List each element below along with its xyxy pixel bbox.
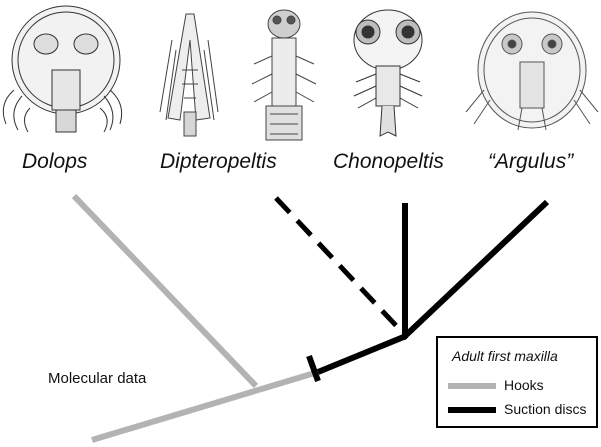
branch-dipteropeltis-uncertain <box>276 198 404 334</box>
taxon-label-dolops: Dolops <box>22 150 87 174</box>
taxon-label-dipteropeltis: Dipteropeltis <box>160 150 277 174</box>
legend-label-hooks: Hooks <box>504 377 544 393</box>
legend-swatch-suction-discs <box>448 407 496 413</box>
branch-dolops-hooks <box>74 196 256 386</box>
legend-title: Adult first maxilla <box>452 348 558 364</box>
branch-argulus-suction-discs <box>403 202 547 338</box>
taxon-label-chonopeltis: Chonopeltis <box>333 150 444 174</box>
molecular-data-caption: Molecular data <box>48 370 146 387</box>
legend-item-hooks: Hooks <box>448 376 596 396</box>
legend-swatch-hooks <box>448 383 496 389</box>
legend-label-suction-discs: Suction discs <box>504 401 586 417</box>
legend-item-suction-discs: Suction discs <box>448 400 596 420</box>
taxon-label-argulus: “Argulus” <box>488 150 573 174</box>
stem-branch-suction-discs <box>318 336 406 372</box>
legend-box: Adult first maxilla Hooks Suction discs <box>436 336 598 428</box>
